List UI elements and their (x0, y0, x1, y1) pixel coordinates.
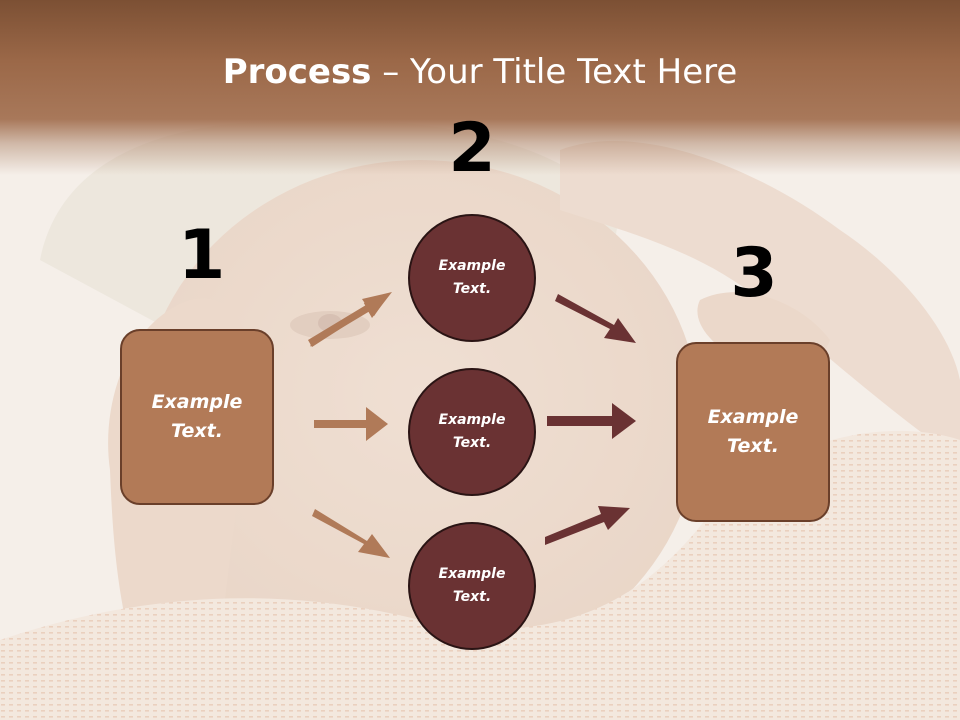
step-2-circle-top: Example Text. (408, 214, 536, 342)
arrow-1-to-2b (314, 407, 388, 441)
step-number-3: 3 (730, 234, 778, 313)
step-2-circle-bottom: Example Text. (408, 522, 536, 650)
arrow-1-to-2a (308, 292, 392, 347)
step-1-text: Example Text. (151, 391, 243, 442)
step-2-circle-middle-text: Example Text. (438, 412, 506, 451)
step-2-circle-bottom-text: Example Text. (438, 566, 506, 605)
arrow-2a-to-3 (555, 294, 636, 343)
step-3-text: Example Text. (707, 406, 799, 457)
arrow-2c-to-3 (545, 506, 630, 545)
slide-title: Process – Your Title Text Here (0, 52, 960, 92)
step-3-box: Example Text. (676, 342, 830, 522)
title-band (0, 0, 960, 175)
title-rest: – Your Title Text Here (371, 52, 738, 92)
step-2-circle-middle: Example Text. (408, 368, 536, 496)
step-number-1: 1 (178, 216, 226, 295)
step-2-circle-top-text: Example Text. (438, 258, 506, 297)
step-1-box: Example Text. (120, 329, 274, 505)
title-bold: Process (222, 52, 372, 92)
step-number-2: 2 (448, 109, 496, 188)
arrow-2b-to-3 (547, 403, 636, 439)
arrow-1-to-2c (312, 509, 390, 558)
